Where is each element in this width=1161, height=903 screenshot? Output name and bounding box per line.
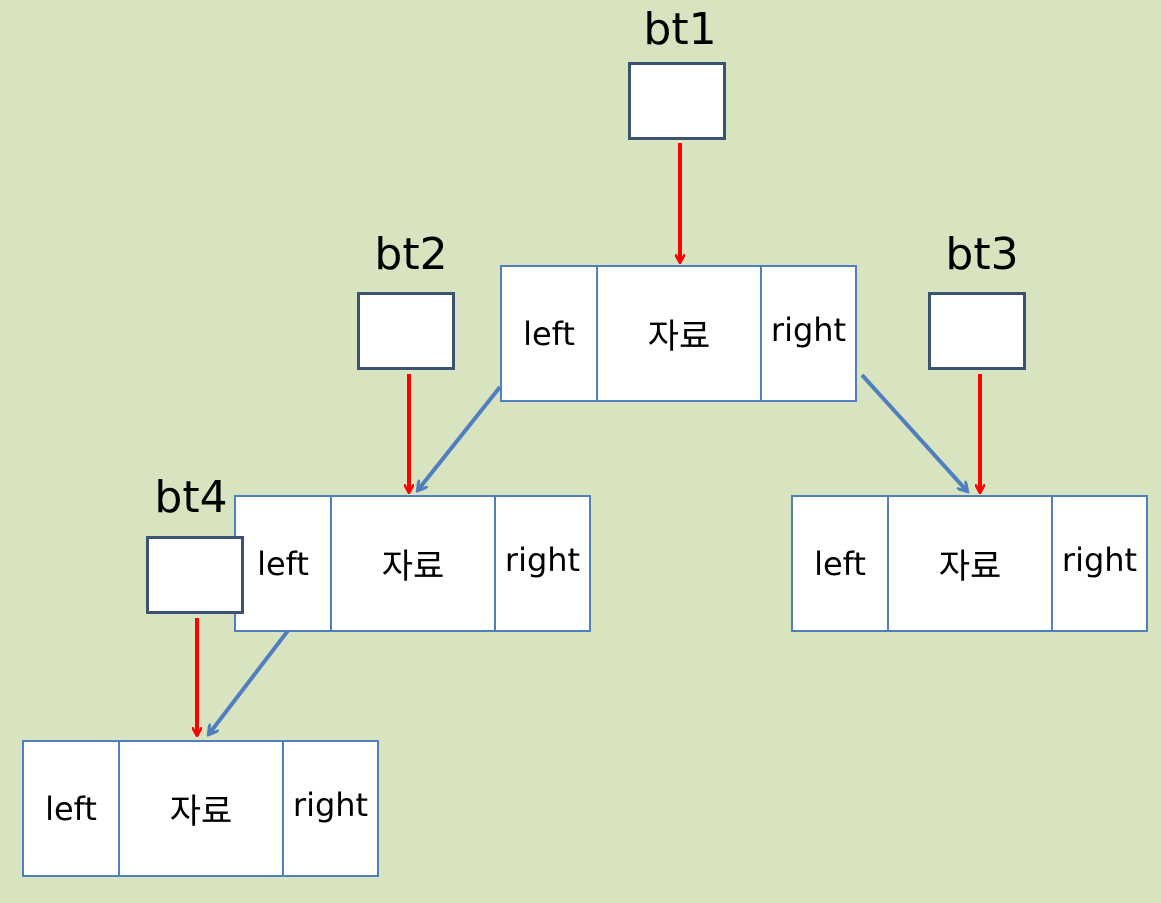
node-right-field: right <box>1061 540 1138 579</box>
node-left-field: left <box>24 742 120 875</box>
bt4-pointer-box <box>146 536 244 614</box>
node-right-field: right <box>292 785 369 824</box>
root-right-link-arrow <box>860 373 967 491</box>
node-data-field: 자료 <box>120 742 284 875</box>
tree-node-right-child: left 자료 right <box>791 495 1148 632</box>
bt2-label: bt2 <box>374 229 448 280</box>
node-right-field: right <box>770 310 847 349</box>
bt2-left-link-arrow <box>209 626 292 734</box>
node-right-field: right <box>504 540 581 579</box>
node-left-field: left <box>236 497 332 630</box>
bt2-pointer-box <box>357 292 455 370</box>
tree-node-left-child: left 자료 right <box>234 495 591 632</box>
node-data-field: 자료 <box>598 267 762 400</box>
tree-node-root: left 자료 right <box>500 265 857 402</box>
root-left-link-arrow <box>418 385 502 490</box>
bt3-pointer-box <box>928 292 1026 370</box>
node-data-field: 자료 <box>332 497 496 630</box>
bt1-label: bt1 <box>643 4 717 55</box>
bt4-label: bt4 <box>154 472 228 523</box>
bt1-pointer-box <box>628 62 726 140</box>
tree-node-left-grandchild: left 자료 right <box>22 740 379 877</box>
node-data-field: 자료 <box>889 497 1053 630</box>
bt3-label: bt3 <box>945 229 1019 280</box>
node-left-field: left <box>793 497 889 630</box>
node-left-field: left <box>502 267 598 400</box>
